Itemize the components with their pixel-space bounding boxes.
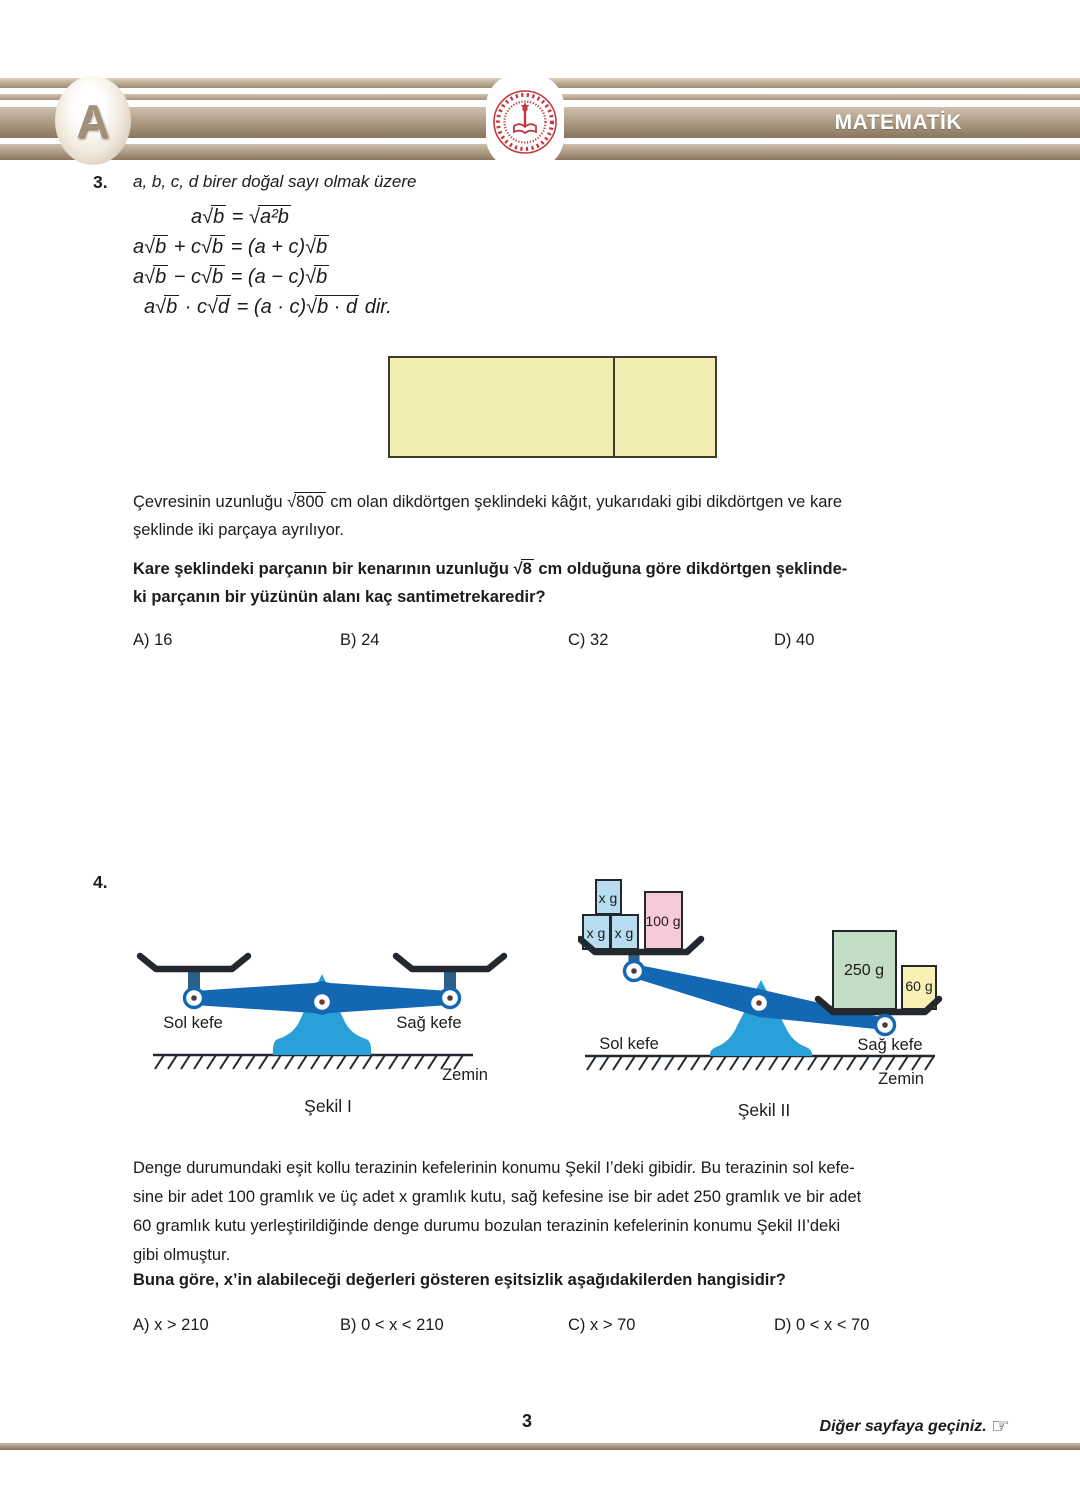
figure-caption: Şekil II [738, 1100, 791, 1120]
meb-logo [486, 74, 564, 169]
booklet-letter: A [76, 94, 110, 147]
right-pan [814, 995, 943, 1016]
pedestal [709, 980, 813, 1056]
question-3-stem: Kare şeklindeki parçanın bir kenarının u… [133, 559, 848, 606]
right-pan-label: Sağ kefe [857, 1036, 922, 1054]
left-weight-boxes: x g x g x g 100 g [582, 879, 683, 950]
option-d: D) 0 < x < 70 [774, 1316, 870, 1334]
option-b: B) 0 < x < 210 [340, 1316, 444, 1334]
question-3-paragraph: Çevresinin uzunluğu √800 cm olan dikdört… [133, 492, 843, 539]
footer-bar [0, 1443, 1080, 1450]
weight-box-100g: 100 g [645, 913, 680, 929]
option-a: A) 16 [133, 631, 173, 649]
option-c: C) x > 70 [568, 1316, 636, 1334]
ground-label: Zemin [878, 1070, 924, 1088]
ground-hatch [586, 1055, 935, 1071]
paper-figure-divider [613, 358, 615, 456]
ground-label: Zemin [442, 1066, 488, 1084]
weight-box-250g: 250 g [844, 962, 884, 979]
right-pan-stem [444, 970, 456, 992]
option-a: A) x > 210 [133, 1316, 209, 1334]
left-pan-label: Sol kefe [163, 1014, 223, 1032]
next-page-note: Diğer sayfaya geçiniz. ☞ [819, 1415, 1010, 1438]
question-4-options: A) x > 210 B) 0 < x < 210 C) x > 70 D) 0… [133, 1316, 1053, 1340]
formula-line: a√b − c√b = (a − c)√b [133, 265, 330, 288]
right-weight-boxes: 250 g 60 g [832, 930, 937, 1010]
balance-scale-figure-1: Sol kefe Sağ kefe Zemin Şekil I [136, 952, 508, 1116]
weight-box-xg-top: x g [599, 890, 618, 906]
balance-scale-figure-2: x g x g x g 100 g 250 g 60 g Sol kefe Sa… [578, 879, 943, 1120]
option-c: C) 32 [568, 631, 609, 649]
question-3-number: 3. [93, 172, 108, 192]
question-4-paragraph: Denge durumundaki eşit kollu terazinin k… [133, 1159, 862, 1264]
pivots [182, 986, 462, 1014]
booklet-badge: A [55, 76, 131, 165]
figure-caption: Şekil I [304, 1096, 352, 1116]
left-pan [136, 952, 252, 973]
left-pan-stem [628, 952, 640, 964]
pointing-hand-icon: ☞ [991, 1415, 1010, 1438]
question-3-options: A) 16 B) 24 C) 32 D) 40 [133, 631, 1053, 655]
right-pan-label: Sağ kefe [396, 1014, 461, 1032]
option-d: D) 40 [774, 631, 815, 649]
formula-line: a√b + c√b = (a + c)√b [133, 235, 330, 258]
formula-line: a√b · c√d = (a · c)√b · d dir. [144, 295, 392, 318]
question-3-intro: a, b, c, d birer doğal sayı olmak üzere [133, 172, 417, 191]
weight-box-xg-left: x g [587, 925, 606, 941]
left-pan-stem [188, 970, 200, 992]
formula-line: a√b = √a²b [191, 205, 291, 228]
weight-box-xg-right: x g [615, 925, 634, 941]
right-pan [392, 952, 508, 973]
left-pan-label: Sol kefe [599, 1035, 659, 1053]
question-3-formulas: a√b = √a²b a√b + c√b = (a + c)√b a√b − c… [133, 202, 392, 322]
subject-title: MATEMATİK [834, 111, 962, 134]
pivots [622, 959, 897, 1037]
meb-emblem-icon [493, 89, 557, 154]
paper-figure [388, 356, 717, 458]
question-4-stem: Buna göre, x’in alabileceği değerleri gö… [133, 1271, 786, 1289]
weight-box-60g: 60 g [905, 978, 932, 994]
option-b: B) 24 [340, 631, 380, 649]
left-pan [578, 935, 705, 956]
page-number: 3 [521, 1411, 532, 1431]
ground-hatch [154, 1054, 464, 1070]
question-4-number: 4. [93, 872, 108, 892]
